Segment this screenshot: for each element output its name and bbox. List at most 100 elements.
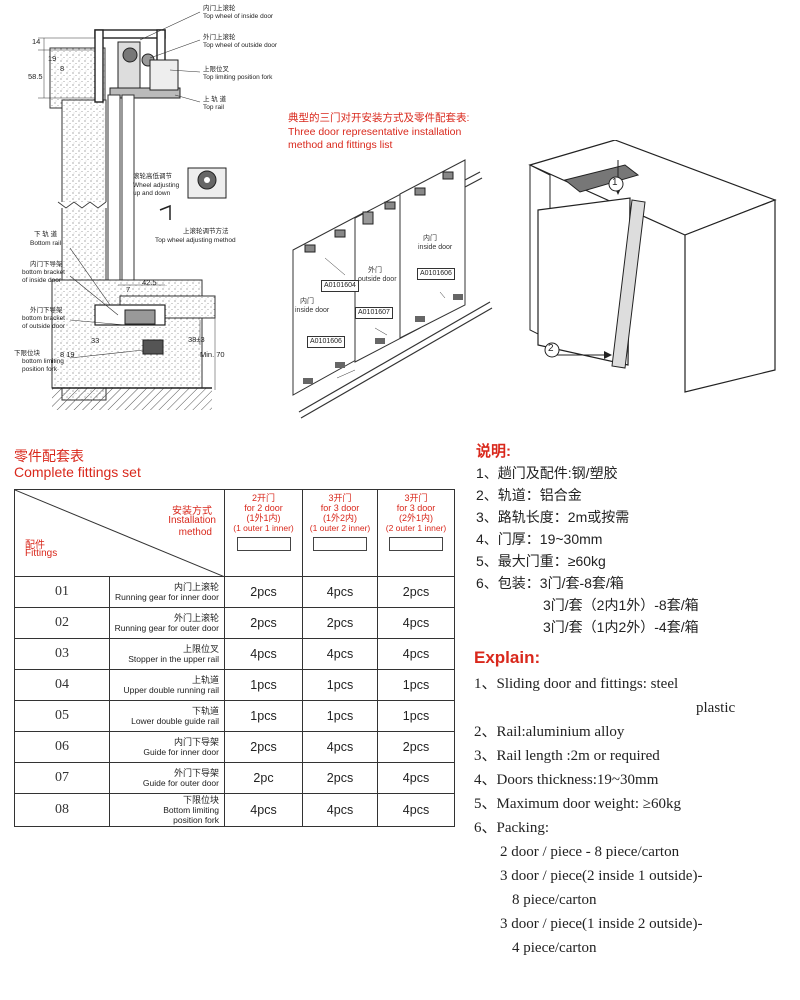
middle-caption-cn: 典型的三门对开安装方式及零件配套表: [288, 112, 470, 124]
row-number: 06 [14, 731, 110, 763]
row-number: 01 [14, 576, 110, 608]
dim-19: 19 [48, 54, 57, 63]
label-wheel-adjust-en2: up and down [133, 190, 171, 197]
explain-cn-line: 2、轨道：铝合金 [476, 487, 582, 503]
corner-fittings-en: Fittings [25, 548, 58, 559]
row-value-3door-1out2in: 4pcs [302, 731, 378, 763]
col2-line2: for 3 door [320, 503, 360, 513]
label-top-rail-cn: 上 轨 道 [203, 96, 227, 103]
label-bottom-fork-cn: 下限位块 [14, 350, 40, 357]
label-top-fork-en: Top limiting position fork [203, 74, 273, 81]
explain-cn-line: 3门/套（2内1外）-8套/箱 [543, 597, 699, 613]
step-2-number: 2 [548, 343, 554, 354]
explain-cn-line: 6、包装：3门/套-8套/箱 [476, 575, 624, 591]
explain-cn-line: 1、趟门及配件:钢/塑胶 [476, 465, 618, 481]
cross-section-drawing [38, 11, 227, 410]
column-header-2: 3开门 for 3 door (1外2内) (1 outer 2 inner) [302, 489, 378, 577]
row-value-3door-1out2in: 4pcs [302, 576, 378, 608]
row-name-en-2: position fork [173, 815, 219, 825]
row-name-en: Upper double running rail [123, 685, 219, 695]
explain-en-line: 2、Rail:aluminium alloy [474, 724, 625, 740]
col2-line3: (1外2内) [322, 513, 357, 523]
cross-section-diagram: 内门上滚轮 Top wheel of inside door 外门上滚轮 Top… [0, 0, 277, 420]
label-top-wheel-inside-cn: 内门上滚轮 [203, 5, 236, 12]
three-door-drawing [292, 159, 493, 419]
row-value-2door: 2pcs [224, 576, 303, 608]
explain-en-title: Explain: [474, 648, 541, 667]
row-name-en: Bottom limiting [163, 805, 219, 815]
label-adjust-method-en: Top wheel adjusting method [155, 237, 236, 244]
label-wheel-adjust-en1: Wheel adjusting [133, 182, 180, 189]
dim-42-5: 42.5 [142, 278, 157, 287]
label-top-rail-en: Top rail [203, 104, 224, 111]
inside-door-a-en: inside door [295, 307, 330, 314]
dim-8-19: 8 19 [60, 350, 75, 359]
explain-en-line: 6、Packing: [474, 820, 549, 836]
part-code-3: A0101607 [355, 307, 393, 319]
corner-method-en1: Installation [168, 515, 216, 526]
table-title-en: Complete fittings set [14, 464, 141, 480]
row-name-en: Lower double guide rail [131, 716, 219, 726]
row-name-cn: 上轨道 [191, 675, 219, 685]
row-value-3door-2out1in: 1pcs [377, 669, 455, 701]
col1-line2: for 2 door [244, 503, 283, 513]
label-inner-guide-cn: 内门下导架 [30, 261, 63, 268]
row-name-en: Guide for inner door [143, 747, 219, 757]
row-name-cn: 外门下导架 [173, 768, 219, 778]
row-number: 02 [14, 607, 110, 639]
explain-en-line: 1、Sliding door and fittings: steel [474, 676, 679, 692]
row-value-2door: 1pcs [224, 700, 303, 732]
explain-en-line: 3 door / piece(2 inside 1 outside)- [500, 868, 703, 884]
corner-method-en2: method [178, 527, 212, 538]
col1-line1: 2开门 [251, 493, 275, 503]
explain-cn-line: 3门/套（1内2外）-4套/箱 [543, 619, 699, 635]
explain-en-line: 8 piece/carton [512, 892, 597, 908]
explain-en-line: 3 door / piece(1 inside 2 outside)- [500, 916, 703, 932]
explain-en-line: 3、Rail length :2m or required [474, 748, 660, 764]
col2-line1: 3开门 [328, 493, 352, 503]
three-door-diagram: 典型的三门对开安装方式及零件配套表: Three door representa… [275, 105, 500, 425]
col3-line1: 3开门 [404, 493, 428, 503]
explain-cn-line: 5、最大门重：≥60kg [476, 553, 606, 569]
dim-7: 7 [126, 285, 131, 294]
row-name-cn: 内门下导架 [173, 737, 219, 747]
label-top-fork-cn: 上限位叉 [203, 66, 229, 73]
cabinet-diagram: 1 2 [520, 139, 780, 400]
corner-diagonal [15, 490, 225, 577]
part-code-2: A0101606 [417, 268, 455, 280]
door-sketch-icon [389, 537, 443, 551]
col3-line3: (2外1内) [398, 513, 433, 523]
part-code-1: A0101604 [321, 280, 359, 292]
label-top-wheel-outside-cn: 外门上滚轮 [203, 34, 236, 41]
explain-en-line: 2 door / piece - 8 piece/carton [500, 844, 680, 860]
row-number: 04 [14, 669, 110, 701]
middle-caption-en1: Three door representative installation [288, 126, 462, 138]
row-value-2door: 2pc [224, 762, 303, 794]
row-name-cn: 内门上滚轮 [173, 582, 219, 592]
row-value-3door-2out1in: 1pcs [377, 700, 455, 732]
middle-caption-en2: method and fittings list [288, 139, 393, 151]
explain-cn-line: 4、门厚：19~30mm [476, 531, 603, 547]
inside-door-a-cn: 内门 [300, 298, 314, 305]
outside-door-en: outside door [358, 276, 397, 283]
table-header-row: 安装方式 Installation method 配件 Fittings 2开门… [14, 489, 455, 577]
row-number: 07 [14, 762, 110, 794]
door-sketch-icon [313, 537, 367, 551]
dim-33: 33 [91, 336, 100, 345]
row-name-cn: 下轨道 [191, 706, 219, 716]
step-1-number: 1 [612, 177, 618, 188]
explain-cn-title: 说明: [476, 443, 511, 460]
row-value-2door: 2pcs [224, 731, 303, 763]
row-name-cn: 下限位块 [182, 795, 219, 805]
dim-min70: Min. 70 [200, 350, 225, 359]
col3-line2: for 3 door [396, 503, 436, 513]
